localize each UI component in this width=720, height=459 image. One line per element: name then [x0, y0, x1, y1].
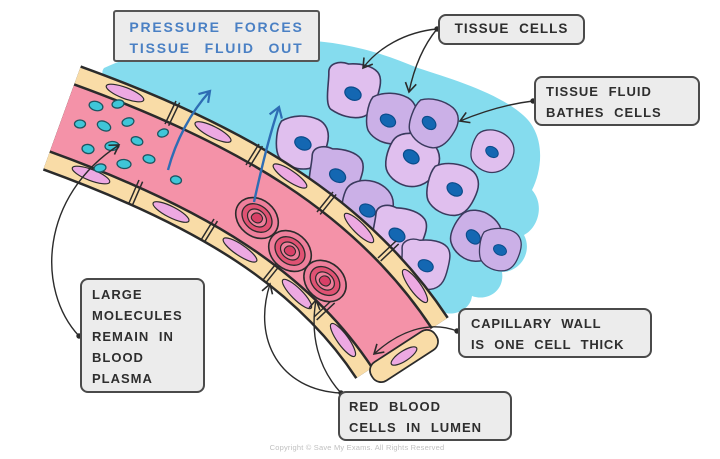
- label-line: CAPILLARY WALL: [471, 316, 602, 331]
- tissue-cell: [408, 98, 459, 149]
- large-molecule-dot: [81, 143, 95, 155]
- large-molecule-dot: [157, 128, 169, 138]
- tissue-cell-nucleus: [402, 149, 420, 165]
- tissue-cells-label: TISSUE CELLS: [438, 14, 585, 45]
- leader-arrow: [372, 326, 458, 356]
- leader-arrow: [261, 282, 342, 394]
- large-molecule-dot: [73, 119, 87, 129]
- large-molecule-dot: [88, 100, 104, 112]
- wall-cell-boundary: [316, 191, 334, 213]
- tissue-cell-nucleus: [328, 168, 347, 184]
- wall-cell-boundary: [200, 218, 215, 241]
- tissue-cell: [365, 92, 418, 145]
- label-line: REMAIN IN: [92, 329, 174, 344]
- red-blood-cell: [234, 196, 280, 240]
- copyright-text: Copyright © Save My Exams. All Rights Re…: [269, 443, 445, 452]
- red-blood-cells-label: RED BLOOD CELLS IN LUMEN: [338, 391, 512, 441]
- wall-cell-boundary: [377, 240, 397, 259]
- label-line: RED BLOOD: [349, 399, 441, 414]
- label-line: BATHES CELLS: [546, 105, 662, 120]
- wall-cell-boundary: [164, 100, 177, 125]
- label-line: TISSUE FLUID: [546, 84, 652, 99]
- tissue-cell-nucleus: [485, 145, 499, 159]
- wall-cell-boundary: [245, 143, 260, 166]
- large-molecule-dot: [111, 99, 125, 109]
- leader-arrow: [404, 28, 438, 94]
- tissue-cell-nucleus: [294, 136, 312, 151]
- label-line: BLOOD: [92, 350, 144, 365]
- large-molecule-dot: [116, 158, 132, 170]
- wall-cell-nucleus: [272, 163, 308, 189]
- large-molecule-dot: [121, 117, 135, 127]
- leader-arrow: [458, 100, 534, 124]
- label-line: IS ONE CELL THICK: [471, 337, 625, 352]
- large-molecules-label: LARGE MOLECULES REMAIN IN BLOOD PLASMA: [80, 278, 205, 393]
- label-line: TISSUE CELLS: [454, 21, 569, 36]
- tissue-fluid-label: TISSUE FLUID BATHES CELLS: [534, 76, 700, 126]
- large-molecule-dot: [169, 175, 183, 185]
- tissue-cell-nucleus: [493, 244, 507, 256]
- wall-cell-boundary: [319, 193, 337, 215]
- capillary-wall-label: CAPILLARY WALL IS ONE CELL THICK: [458, 308, 652, 358]
- tissue-cell-nucleus: [344, 86, 362, 101]
- wall-cell-nucleus: [71, 165, 111, 185]
- wall-cell-nucleus: [152, 201, 190, 223]
- large-molecule-dot: [130, 136, 144, 146]
- large-molecule-dot: [142, 154, 156, 164]
- wall-cell-nucleus: [401, 268, 429, 304]
- wall-cell-boundary: [316, 302, 336, 321]
- label-line: CELLS IN LUMEN: [349, 420, 483, 435]
- label-line: MOLECULES: [92, 308, 183, 323]
- wall-cell-boundary: [248, 145, 264, 168]
- leader-arrow: [51, 144, 121, 337]
- tissue-cell-nucleus: [465, 229, 481, 245]
- wall-cell-nucleus: [194, 121, 232, 143]
- wall-cell-nucleus: [390, 346, 418, 366]
- leader-arrow: [308, 298, 342, 394]
- tissue-cell: [478, 227, 522, 272]
- wall-cell-nucleus: [105, 83, 145, 103]
- tissue-cell-nucleus: [417, 259, 434, 273]
- red-blood-cell: [303, 259, 347, 303]
- tissue-cell-nucleus: [446, 182, 463, 197]
- wall-cell-boundary: [128, 179, 140, 204]
- wall-cell-nucleus: [222, 237, 258, 263]
- tissue-cell: [470, 129, 515, 174]
- wall-cell-nucleus: [329, 322, 357, 358]
- tissue-cell-nucleus: [379, 113, 397, 128]
- pressure-arrow: [166, 89, 212, 171]
- large-molecule-dot: [93, 163, 107, 173]
- pressure-forces-label: PRESSURE FORCES TISSUE FLUID OUT: [113, 10, 320, 62]
- tissue-cell: [326, 61, 382, 119]
- label-line: LARGE: [92, 287, 143, 302]
- tissue-cell-nucleus: [358, 203, 376, 218]
- leader-arrow: [362, 28, 438, 70]
- wall-cell-boundary: [380, 243, 400, 262]
- wall-cell-boundary: [313, 299, 333, 318]
- label-line: PRESSURE FORCES: [129, 19, 304, 35]
- wall-cell-boundary: [167, 102, 181, 127]
- label-line: PLASMA: [92, 371, 153, 386]
- label-line: TISSUE FLUID OUT: [129, 40, 304, 56]
- wall-cell-nucleus: [343, 212, 375, 244]
- large-molecule-dot: [96, 120, 112, 132]
- wall-cell-boundary: [131, 181, 144, 205]
- tissue-cell-nucleus: [421, 115, 437, 131]
- pressure-arrow: [252, 105, 283, 203]
- wall-cell-boundary: [203, 220, 219, 243]
- tissue-cell: [426, 162, 480, 217]
- tissue-cell-nucleus: [388, 227, 406, 243]
